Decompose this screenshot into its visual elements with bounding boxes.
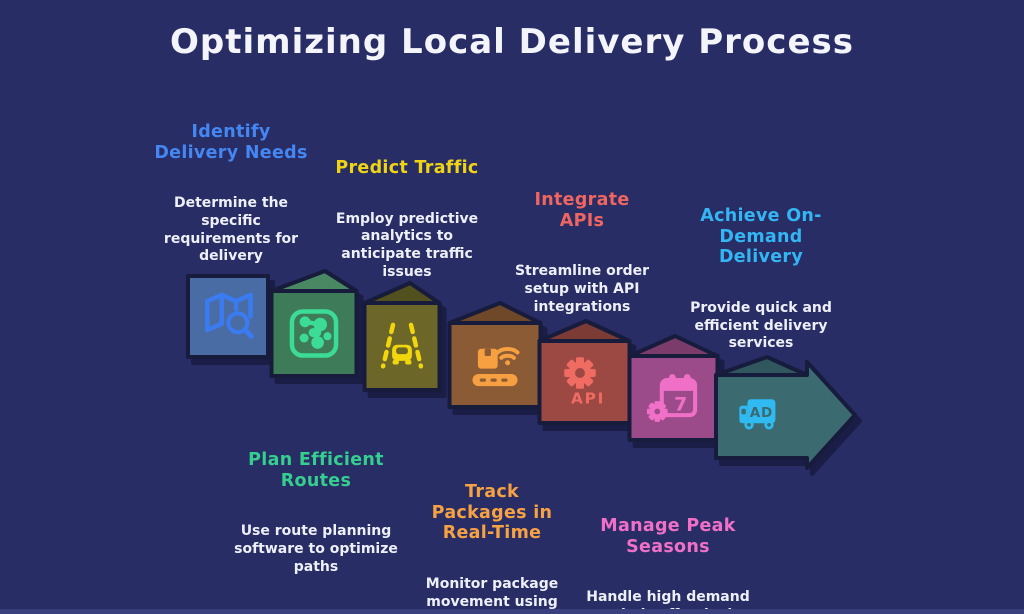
step-description: Provide quick and efficient delivery ser… — [690, 299, 832, 352]
step-card-plan-efficient-routes — [269, 269, 359, 378]
page-title: Optimizing Local Delivery Process — [170, 22, 854, 62]
api-gear-icon: API — [564, 357, 605, 408]
step-label-track-packages: Track Packages in Real-Time Monitor pack… — [407, 463, 577, 614]
bottom-edge-strip — [0, 609, 1024, 614]
step-card-identify-delivery-needs — [186, 274, 270, 359]
step-card-achieve-on-demand: AD — [714, 355, 857, 470]
step-label-plan-efficient-routes: Plan Efficient Routes Use route planning… — [226, 431, 406, 595]
step-label-predict-traffic: Predict Traffic Employ predictive analyt… — [322, 139, 492, 300]
step-heading: Track Packages in Real-Time — [431, 482, 553, 544]
step-description: Use route planning software to optimize … — [234, 523, 398, 575]
step-card-integrate-apis: API — [537, 319, 632, 425]
step-label-manage-peak-seasons: Manage Peak Seasons Handle high demand p… — [578, 497, 758, 614]
step-heading: Integrate APIs — [534, 190, 630, 231]
step-description: Streamline order setup with API integrat… — [514, 263, 650, 315]
route-zones-icon — [289, 309, 339, 358]
step-label-identify-delivery-needs: Identify Delivery Needs Determine the sp… — [141, 103, 321, 285]
step-card-manage-peak-seasons: 7 — [627, 334, 720, 442]
map-search-icon — [205, 292, 254, 339]
step-description: Monitor package movement using real-time… — [421, 575, 563, 614]
step-heading: Identify Delivery Needs — [154, 122, 308, 163]
step-heading: Manage Peak Seasons — [600, 516, 736, 557]
step-heading: Achieve On- Demand Delivery — [700, 206, 822, 268]
step-description: Determine the specific requirements for … — [163, 195, 299, 265]
step-label-integrate-apis: Integrate APIs Streamline order setup wi… — [497, 171, 667, 335]
step-heading: Predict Traffic — [335, 158, 479, 178]
svg-text:7: 7 — [674, 394, 687, 416]
step-description: Employ predictive analytics to anticipat… — [335, 210, 479, 280]
road-car-icon — [380, 322, 424, 369]
step-card-predict-traffic — [362, 281, 442, 392]
conveyor-wifi-icon — [472, 347, 520, 387]
step-card-track-packages — [447, 301, 543, 409]
step-label-achieve-on-demand: Achieve On- Demand Delivery Provide quic… — [671, 187, 851, 372]
calendar-gear-icon: 7 — [646, 374, 698, 422]
svg-text:AD: AD — [750, 405, 773, 421]
svg-text:API: API — [571, 390, 605, 408]
delivery-truck-arrow-icon: AD — [739, 399, 776, 430]
step-heading: Plan Efficient Routes — [248, 450, 384, 491]
